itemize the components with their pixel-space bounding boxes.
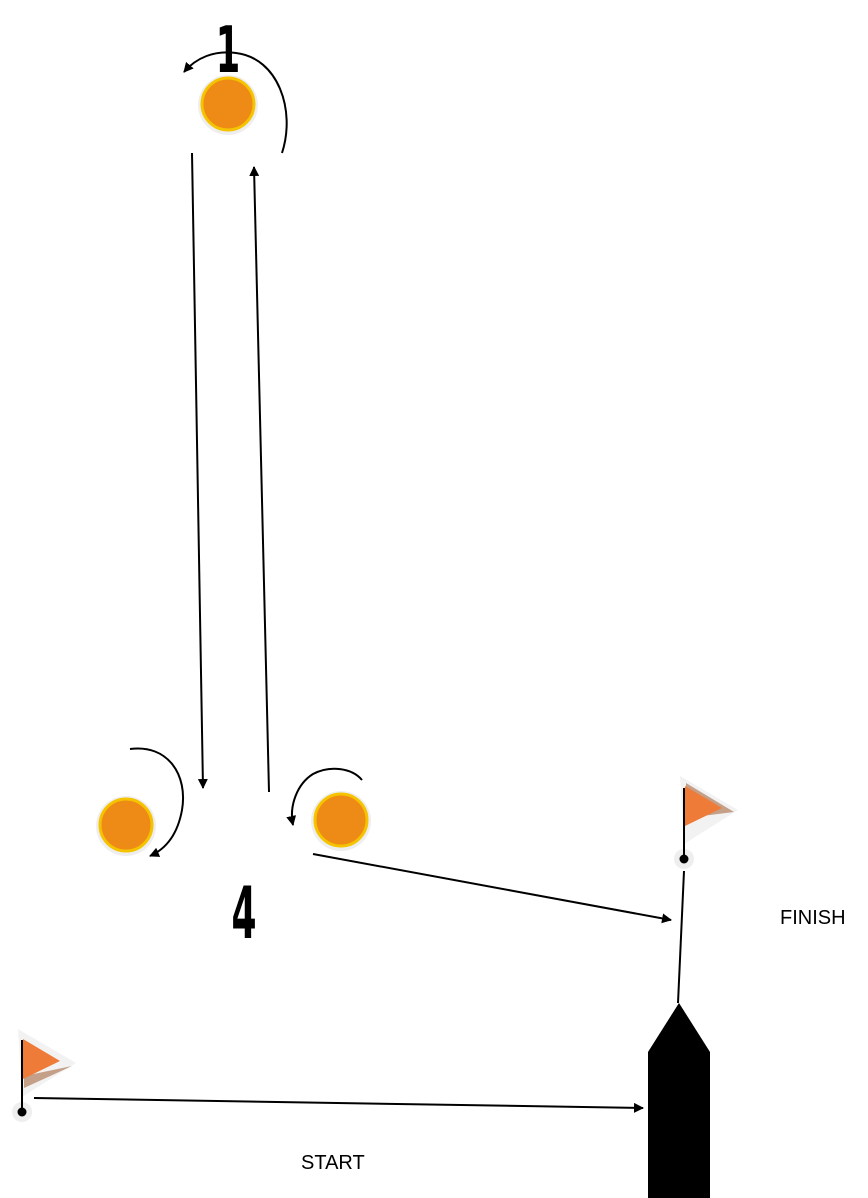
mark-4-left-rounding-arc xyxy=(129,747,184,857)
leg-mark-4-to-mark-1 xyxy=(249,166,270,793)
start-line xyxy=(33,1097,644,1113)
leg-mark-1-to-mark-4 xyxy=(191,152,208,789)
finish-line xyxy=(677,870,685,1004)
mark-1-rounding-arc xyxy=(183,51,288,154)
committee-boat-icon xyxy=(648,1003,710,1198)
leg-mark-4-to-finish xyxy=(312,853,672,924)
finish-flag-icon xyxy=(674,776,738,869)
mark-4-number: 4 xyxy=(231,872,256,955)
mark-4-left-buoy-icon xyxy=(96,796,156,856)
start-flag-icon xyxy=(12,1029,76,1122)
start-label: START xyxy=(301,1152,365,1174)
mark-1-buoy-icon xyxy=(198,75,258,135)
mark-4-right-buoy-icon xyxy=(311,791,371,851)
finish-label: FINISH xyxy=(780,907,846,929)
mark-4-right-rounding-arc xyxy=(286,767,363,826)
